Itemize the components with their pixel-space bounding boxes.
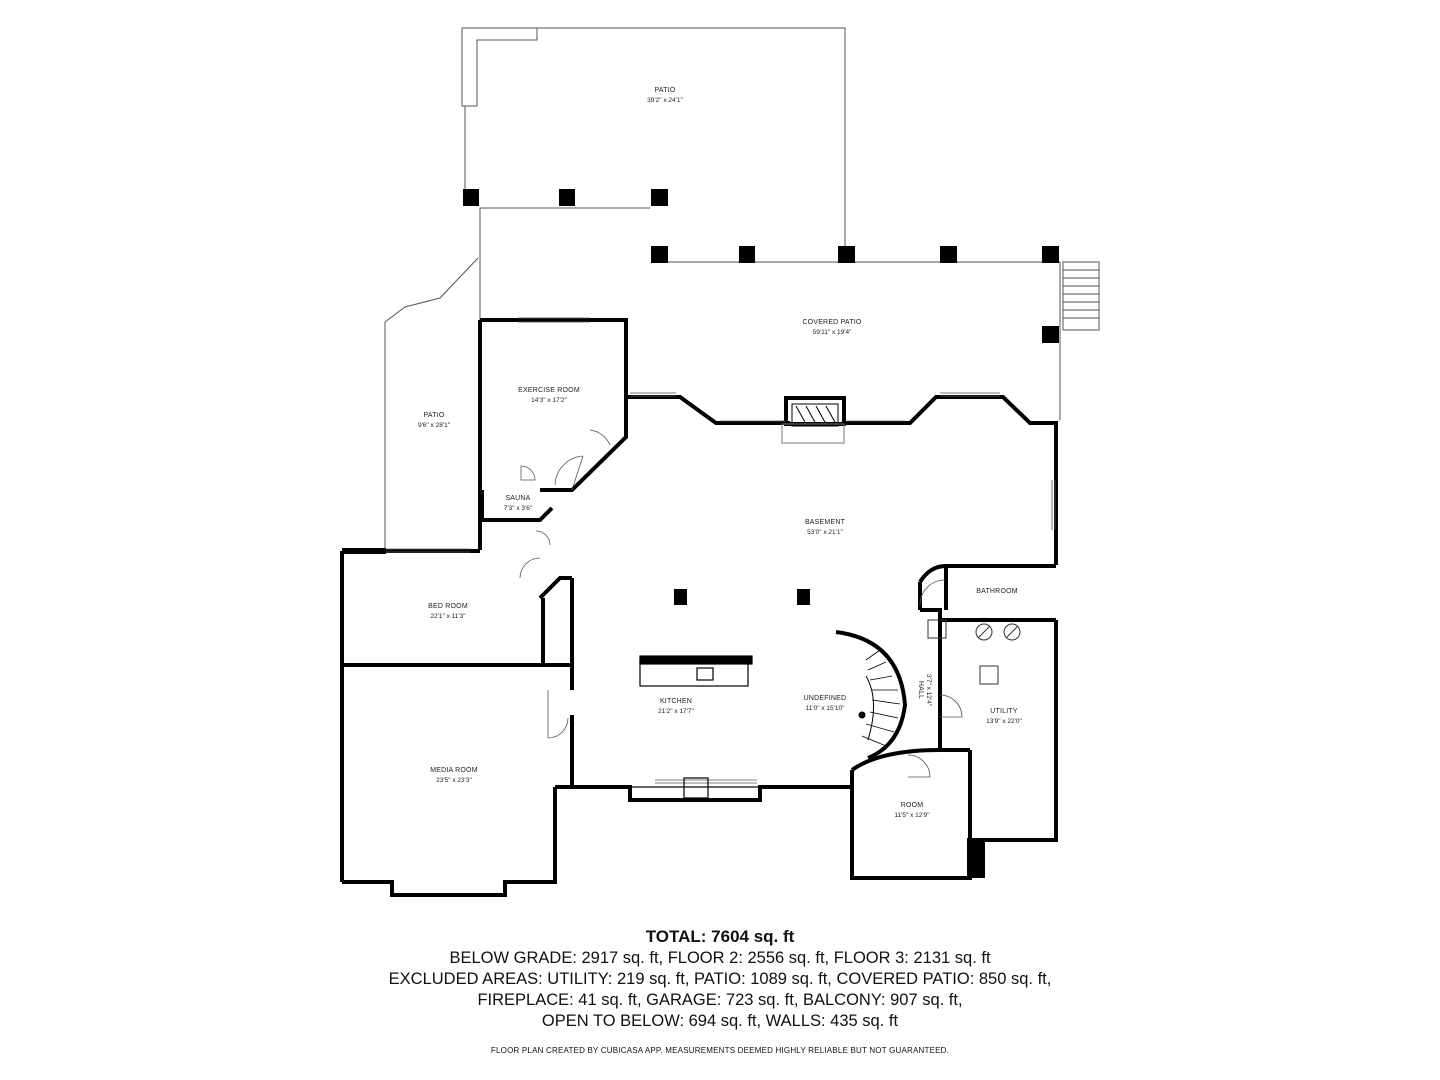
room-label-exercise-room: EXERCISE ROOM [518, 387, 580, 394]
patio-outlines [384, 27, 1100, 551]
room-label-patio-top: PATIO [655, 87, 676, 94]
room-dims-sauna: 7'3" x 3'6" [504, 505, 533, 512]
room-label-utility: UTILITY [990, 708, 1018, 715]
room-dims-kitchen: 21'2" x 17'7" [658, 708, 694, 715]
fireplace [781, 403, 845, 444]
room-label-bed-room: BED ROOM [428, 603, 468, 610]
curved-stair [835, 630, 908, 760]
wall-block [342, 548, 386, 554]
door-swings [519, 429, 963, 778]
credit-note: FLOOR PLAN CREATED BY CUBICASA APP. MEAS… [490, 1046, 950, 1055]
room-dims-exercise-room: 14'3" x 17'2" [531, 397, 567, 404]
room-dims-utility: 13'9" x 22'0" [986, 718, 1022, 725]
summary-line-1: BELOW GRADE: 2917 sq. ft, FLOOR 2: 2556 … [449, 949, 991, 967]
summary-line-4: OPEN TO BELOW: 694 sq. ft, WALLS: 435 sq… [541, 1012, 899, 1030]
room-label-sauna: SAUNA [505, 495, 530, 502]
room-dims-hall: 3'7" x 12'4" [925, 674, 932, 707]
windows [386, 317, 1056, 784]
summary-line-3: FIREPLACE: 41 sq. ft, GARAGE: 723 sq. ft… [477, 991, 963, 1009]
floor-plan: PATIO 39'2" x 24'1" COVERED PATIO 59'11" x … [340, 27, 1100, 897]
room-dims-basement: 53'0" x 21'1" [807, 529, 843, 536]
room-label-hall: HALL [917, 681, 924, 699]
room-dims-undefined: 11'0" x 15'10" [806, 705, 845, 712]
room-label-covered-patio: COVERED PATIO [802, 319, 861, 326]
room-labels: PATIO 39'2" x 24'1" COVERED PATIO 59'11" x … [418, 87, 1023, 819]
wall-block [967, 838, 985, 878]
room-dims-patio-left: 9'6" x 28'1" [418, 422, 451, 429]
room-label-basement: BASEMENT [805, 519, 846, 526]
columns [463, 189, 1059, 605]
room-label-patio-left: PATIO [424, 412, 445, 419]
room-dims-media-room: 23'5" x 23'3" [436, 777, 472, 784]
utility-fixtures [927, 619, 1021, 685]
room-dims-covered-patio: 59'11" x 19'4" [813, 329, 852, 336]
room-dims-patio-top: 39'2" x 24'1" [647, 97, 683, 104]
room-dims-bed-room: 22'1" x 11'3" [430, 613, 466, 620]
room-dims-room: 11'5" x 12'9" [894, 812, 930, 819]
summary-total: TOTAL: 7604 sq. ft [645, 927, 795, 946]
room-label-undefined: UNDEFINED [804, 695, 847, 702]
summary-line-2: EXCLUDED AREAS: UTILITY: 219 sq. ft, PAT… [388, 970, 1052, 988]
room-label-kitchen: KITCHEN [660, 698, 692, 705]
room-label-bathroom: BATHROOM [976, 588, 1018, 595]
room-label-room: ROOM [901, 802, 924, 809]
room-label-media-room: MEDIA ROOM [430, 767, 478, 774]
kitchen-fixtures [628, 655, 762, 802]
walls [340, 318, 1058, 897]
